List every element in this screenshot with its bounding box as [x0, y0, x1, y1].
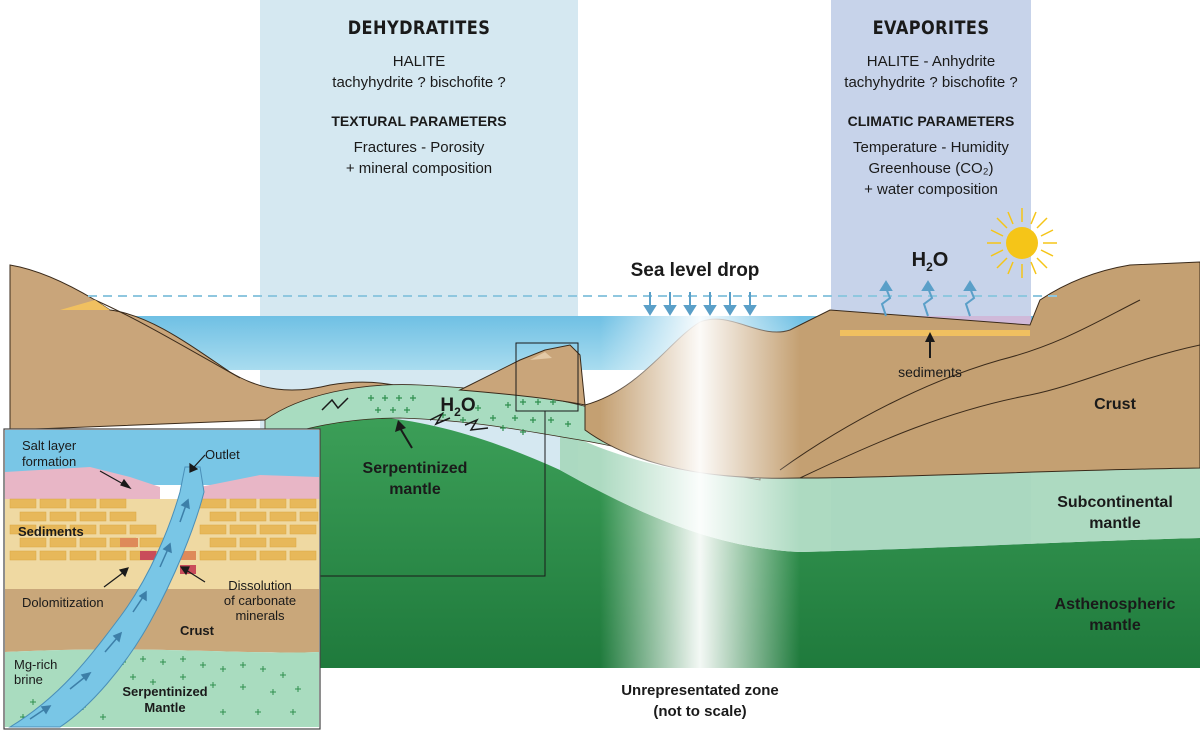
inset-mg-brine-label: Mg-rich brine [14, 657, 58, 687]
evaporites-minerals-1: HALITE - Anhydrite [866, 53, 996, 70]
dehydratites-minerals-1: HALITE [392, 53, 446, 70]
crust-label: Crust [1094, 396, 1136, 413]
climatic-line-2: Greenhouse (CO₂) [868, 160, 994, 177]
sediments-arrow [925, 332, 935, 358]
evaporation-arrows [879, 280, 977, 317]
zoom-box [515, 342, 579, 412]
inset-diagram [3, 428, 321, 730]
serpentinized-mantle-label: Serpentinized mantle [362, 460, 468, 498]
inset-dissolution-label: Dissolution of carbonate minerals [223, 578, 297, 623]
inset-sediments-label: Sediments [18, 524, 84, 539]
serpentinization-crosses [368, 395, 571, 435]
sediments-label: sediments [898, 364, 962, 380]
inset-serpentinized-label: Serpentinized Mantle [122, 684, 208, 715]
serpentinized-arrow [395, 420, 413, 449]
asthenospheric-mantle-label: Asthenospheric mantle [1054, 596, 1176, 634]
inset-crust-label: Crust [180, 623, 214, 638]
subcontinental-mantle-label: Subcontinental mantle [1057, 494, 1173, 532]
inset-salt-layer-label: Salt layer formation [22, 438, 77, 469]
middle-ridge [458, 344, 586, 406]
zoom-connector [320, 411, 546, 577]
inset-dolomitization-label: Dolomitization [22, 595, 104, 610]
h2o-evaporation-label: H2O [911, 249, 949, 275]
textural-line-1: Fractures - Porosity [353, 139, 485, 156]
textural-parameters-title: TEXTURAL PARAMETERS [331, 113, 507, 129]
unrepresented-zone-label: Unrepresentated zone (not to scale) [621, 682, 779, 720]
sea-level-drop-label: Sea level drop [630, 260, 760, 281]
climatic-parameters-title: CLIMATIC PARAMETERS [847, 113, 1015, 129]
water-release-arrows [321, 397, 489, 431]
unrepresented-gap [600, 300, 800, 680]
inset-outlet-label: Outlet [205, 447, 240, 462]
sun-icon [987, 208, 1057, 278]
climatic-line-3: + water composition [864, 181, 998, 198]
dehydratites-panel: DEHYDRATITES HALITE tachyhydrite ? bisch… [260, 18, 578, 179]
sea-level-drop-arrows [643, 292, 757, 316]
textural-line-2: + mineral composition [345, 160, 493, 177]
h2o-serpentinization-label: H2O [440, 395, 476, 419]
asthenospheric-mantle [260, 415, 1200, 668]
evaporites-minerals-2: tachyhydrite ? bischofite ? [844, 74, 1018, 91]
evaporites-title: EVAPORITES [872, 17, 990, 39]
climatic-line-1: Temperature - Humidity [853, 139, 1009, 156]
evaporites-panel: EVAPORITES HALITE - Anhydrite tachyhydri… [831, 18, 1031, 200]
dehydratites-minerals-2: tachyhydrite ? bischofite ? [332, 74, 506, 91]
dehydratites-title: DEHYDRATITES [347, 17, 491, 39]
